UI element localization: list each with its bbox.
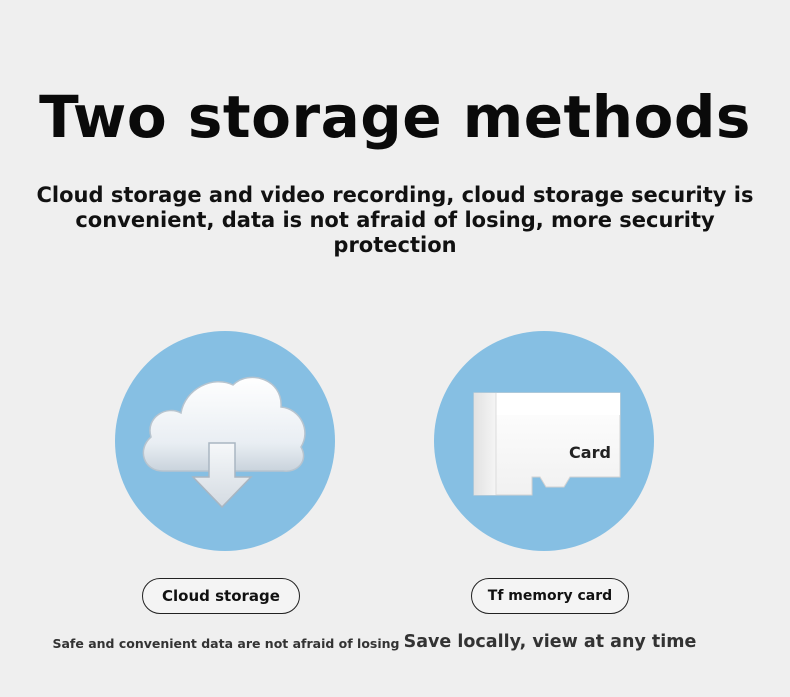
- card-label: Card: [569, 443, 611, 462]
- cloud-storage-caption: Safe and convenient data are not afraid …: [52, 636, 400, 651]
- cloud-storage-circle: [115, 331, 335, 551]
- cloud-download-icon: [142, 376, 306, 509]
- memory-card-circle: Card: [434, 331, 654, 551]
- page-subtitle: Cloud storage and video recording, cloud…: [36, 183, 754, 257]
- cloud-storage-label: Cloud storage: [142, 578, 300, 614]
- page-title: Two storage methods: [39, 83, 751, 151]
- tf-memory-card-caption: Save locally, view at any time: [403, 632, 697, 652]
- memory-card-icon: Card: [472, 391, 622, 497]
- tf-memory-card-label: Tf memory card: [471, 578, 629, 614]
